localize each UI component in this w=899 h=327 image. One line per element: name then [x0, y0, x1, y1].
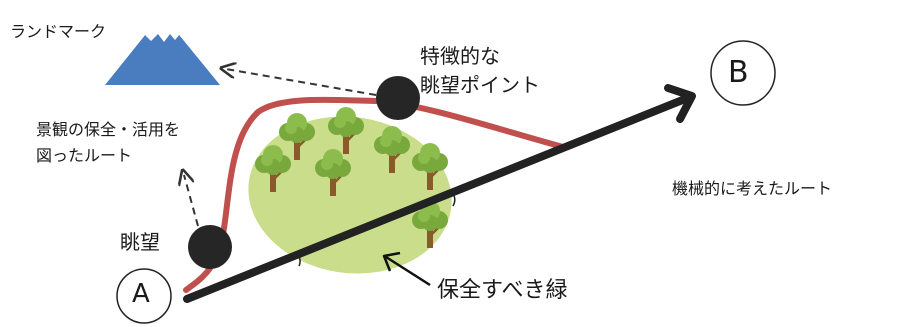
- scenic-point-label: 特徴的な 眺望ポイント: [420, 44, 540, 97]
- point-b-circle: [710, 40, 776, 106]
- scenic-route-label: 景観の保全・活用を 図ったルート: [36, 120, 181, 165]
- green-pointer-arrow: [382, 251, 431, 287]
- dashed-arrow-up: [184, 175, 199, 227]
- viewpoint-marker-icon: [376, 76, 420, 120]
- landmark-label: ランドマーク: [10, 22, 107, 41]
- mechanical-route-arrow: [183, 84, 696, 303]
- view-label: 眺望: [120, 230, 160, 254]
- point-a-label: A: [132, 279, 150, 309]
- dashed-arrow-to-landmark: [226, 69, 377, 96]
- point-b-label: B: [728, 55, 749, 90]
- viewpoint-marker-icon: [188, 225, 232, 269]
- green-preserve-label: 保全すべき緑: [437, 278, 568, 303]
- mountain-icon: [105, 14, 220, 85]
- point-a-circle: [116, 268, 172, 324]
- mechanical-route-label: 機械的に考えたルート: [672, 179, 833, 198]
